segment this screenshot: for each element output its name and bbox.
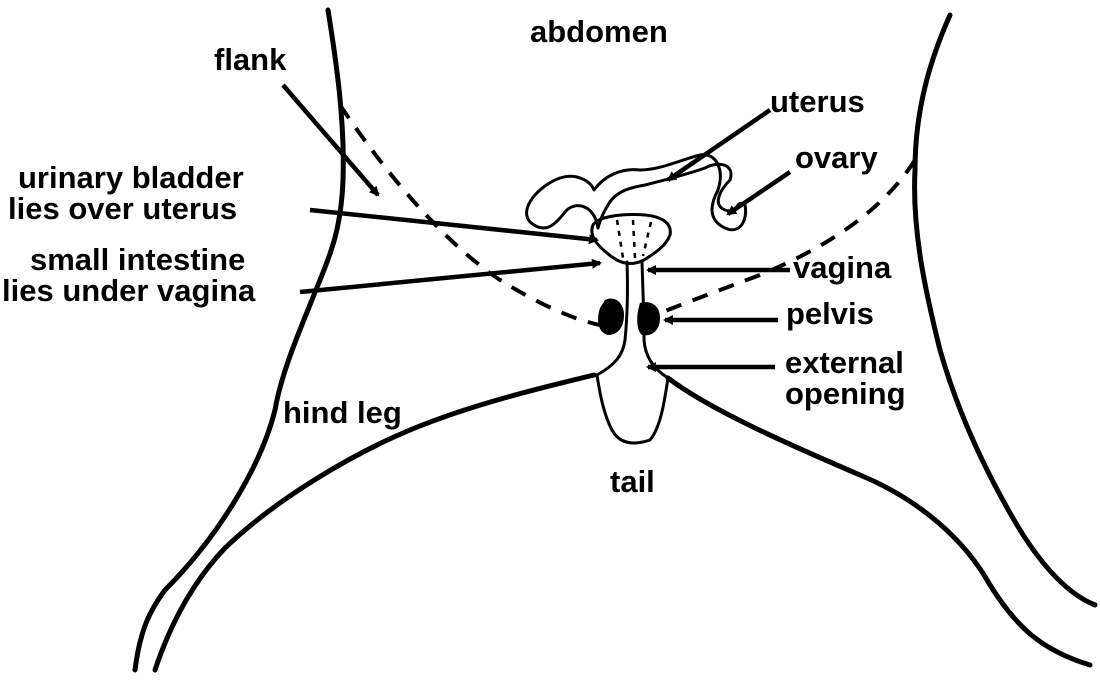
- reproductive-tract: [527, 155, 746, 443]
- label-small-intestine-line2: lies under vagina: [2, 273, 256, 308]
- right-hind-leg-inner: [668, 378, 1090, 665]
- bladder-dotted-line-2: [633, 220, 635, 258]
- label-vagina: vagina: [793, 250, 892, 285]
- label-abdomen: abdomen: [530, 14, 668, 49]
- label-external-opening-line1: external: [785, 345, 904, 380]
- labels: abdomen flank uterus ovary urinary bladd…: [2, 14, 906, 499]
- label-small-intestine-line1: small intestine: [30, 242, 245, 277]
- pelvis-right: [637, 302, 660, 335]
- label-flank: flank: [214, 42, 287, 77]
- label-urinary-bladder-line2: lies over uterus: [8, 191, 237, 226]
- pelvis-bones: [598, 298, 660, 335]
- label-urinary-bladder-line1: urinary bladder: [18, 160, 244, 195]
- urinary-bladder: [592, 214, 670, 263]
- ovary-arrow: [728, 172, 790, 214]
- bladder-dotted-line-3: [643, 222, 651, 256]
- label-pelvis: pelvis: [786, 296, 874, 331]
- pelvis-left: [598, 298, 624, 335]
- label-tail: tail: [610, 464, 655, 499]
- dashed-line-right: [655, 160, 915, 315]
- label-ovary: ovary: [795, 140, 878, 175]
- label-hind-leg: hind leg: [283, 395, 402, 430]
- label-uterus: uterus: [770, 84, 865, 119]
- label-external-opening-line2: opening: [785, 376, 906, 411]
- uterus-outline: [527, 155, 746, 230]
- right-body-side: [915, 15, 1095, 605]
- small-intestine-arrow: [300, 263, 600, 292]
- body-outline: [135, 10, 1095, 670]
- left-body-side: [135, 10, 343, 670]
- bladder-dotted-line-1: [617, 220, 623, 258]
- tail: [597, 375, 668, 443]
